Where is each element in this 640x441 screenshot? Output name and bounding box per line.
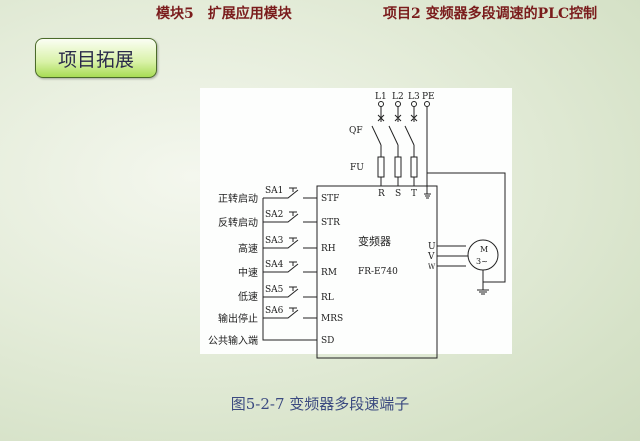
- label-pe: PE: [422, 92, 435, 102]
- function-low: 低速: [238, 290, 258, 303]
- terminal-rm: RM: [321, 268, 337, 278]
- switch-sa2: SA2: [265, 210, 283, 220]
- terminal-mrs: MRS: [321, 314, 343, 324]
- motor-ground-icon: [477, 270, 489, 295]
- common-bus: [262, 198, 317, 341]
- label-qf: QF: [349, 126, 363, 136]
- terminal-stf: STF: [321, 194, 339, 204]
- qf-breaker: [371, 125, 415, 146]
- function-reverse: 反转启动: [218, 216, 258, 229]
- switch-sa3: SA3: [265, 236, 284, 246]
- function-common: 公共输入端: [208, 334, 258, 347]
- function-stop: 输出停止: [218, 312, 258, 325]
- diagram-panel: [200, 88, 512, 354]
- fuse-t: [410, 156, 418, 178]
- label-l2: L2: [392, 92, 404, 102]
- switch-sa1: SA1: [265, 186, 283, 196]
- terminal-t: T: [411, 189, 417, 199]
- figure-caption: 图5-2-7 变频器多段速端子: [230, 395, 410, 413]
- terminal-w: W: [428, 263, 436, 271]
- label-l3: L3: [408, 92, 420, 102]
- inverter-model: FR-E740: [358, 267, 398, 277]
- terminal-r: R: [378, 189, 385, 199]
- project-title: 项目2 变频器多段调速的PLC控制: [383, 6, 598, 22]
- switch-sa6: SA6: [265, 306, 284, 316]
- motor-phase: 3~: [476, 257, 488, 266]
- terminal-rh: RH: [321, 244, 336, 254]
- section-button[interactable]: 项目拓展: [35, 38, 157, 78]
- terminal-rl: RL: [321, 293, 334, 303]
- function-forward: 正转启动: [218, 192, 258, 205]
- label-fu: FU: [350, 163, 364, 173]
- terminal-str: STR: [321, 218, 340, 228]
- fuse-s: [394, 156, 402, 178]
- supply-lines: L1 L2 L3 PE QF FU: [349, 92, 506, 283]
- switch-sa4: SA4: [265, 260, 284, 270]
- function-mid: 中速: [238, 266, 258, 279]
- label-l1: L1: [375, 92, 387, 102]
- inverter-name: 变频器: [358, 234, 391, 248]
- terminal-v: V: [427, 252, 435, 262]
- module-title: 模块5 扩展应用模块: [156, 6, 292, 22]
- fuse-r: [377, 156, 385, 178]
- function-high: 高速: [238, 242, 258, 255]
- motor-m: M: [480, 245, 488, 254]
- input-switches: [263, 187, 317, 319]
- terminal-u: U: [428, 242, 436, 252]
- switch-sa5: SA5: [265, 285, 284, 295]
- terminal-sd: SD: [321, 336, 334, 346]
- terminal-s: S: [395, 189, 401, 199]
